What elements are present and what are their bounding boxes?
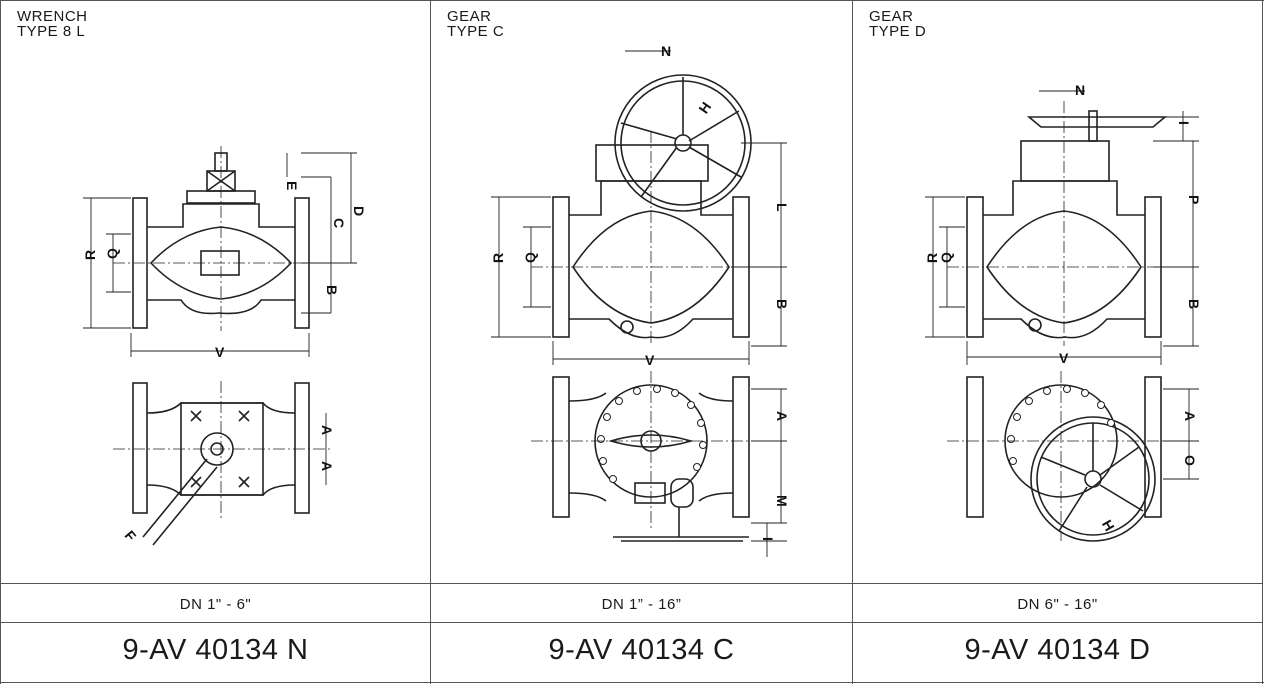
model-code: 9-AV 40134 D [964,634,1151,666]
dim-label-o: O [1182,455,1198,466]
dim-label-a: A [774,411,790,421]
dim-label-h: H [695,99,714,116]
dim-label-r: R [82,250,98,260]
bottom-left-flange [552,376,570,518]
dim-label-b: B [1186,299,1202,309]
bottom-left-flange [966,376,984,518]
model-code: 9-AV 40134 C [548,634,735,666]
dim-label-b: B [324,285,340,295]
panel-title: GEAR TYPE D [869,9,926,39]
dim-lines [932,111,1194,479]
size-range: DN 6" - 16" [1017,596,1098,613]
dim-label-n: N [661,43,671,59]
dim-label-v: V [215,344,225,360]
side-handwheel [613,507,749,542]
dim-label-v: V [645,352,655,368]
bottom-body-outline [568,392,734,502]
valve-body-outline [147,203,295,315]
model-code: 9-AV 40134 N [122,634,309,666]
dim-label-i: I [760,537,776,541]
bolts [190,410,250,488]
dim-extensions [1039,90,1199,480]
title-line-2: TYPE 8 L [17,23,86,40]
bottom-right-flange [1144,376,1162,518]
side-handwheel [1030,416,1156,542]
panel-title: GEAR TYPE C [447,9,504,39]
dim-label-a1: A [319,425,335,435]
gear-type-c-panel: N H L R Q B V A M I GEAR TYPE C DN 1” - … [430,1,852,684]
title-line-2: TYPE D [869,23,927,40]
handwheel-shaft [1088,110,1098,142]
bottom-right-flange [732,376,750,518]
dim-witness [925,196,1162,365]
size-range: DN 1” - 16” [601,596,682,613]
gear-housing [670,478,694,508]
side-handwheel-hub [1084,470,1102,488]
bottom-right-flange [294,382,310,514]
dim-label-n: N [1075,82,1085,98]
dim-label-b: B [774,299,790,309]
side-handwheel-spokes [1040,423,1144,532]
wrench-valve-drawing: E C D R Q B V A A F [82,146,367,546]
size-range: DN 1" - 6" [179,596,252,613]
plug-outline [572,210,730,324]
title-line-1: WRENCH [17,8,88,25]
handwheel-hub [674,134,692,152]
plug-outline [149,226,293,300]
dim-label-r: R [924,253,940,263]
wrench-handle [142,458,218,546]
dim-label-p: P [1186,195,1202,204]
dim-label-r: R [490,253,506,263]
dim-label-d: D [351,206,367,216]
dim-label-q: Q [104,248,120,259]
title-line-1: GEAR [447,8,492,25]
gear-type-d-panel: N I P R Q B V A O H GEAR TYPE D DN 6" - … [852,1,1263,684]
drain-plug [620,320,634,334]
dim-label-m: M [774,495,790,507]
plug-outline [986,210,1142,324]
title-line-1: GEAR [869,8,914,25]
gearbox-bottom [634,482,666,504]
dim-extensions [301,152,357,314]
wrench-type-8l-panel: E C D R Q B V A A F WRENCH TYPE 8 L DN 1… [0,1,430,684]
dim-label-a2: A [319,461,335,471]
dim-extensions [625,50,787,542]
gear-c-valve-drawing: N H L R Q B V A M I [490,43,790,557]
dim-label-q: Q [938,252,954,263]
dim-lines [90,153,352,485]
dim-label-a: A [1182,411,1198,421]
panel-title: WRENCH TYPE 8 L [17,9,88,39]
dim-label-l: L [774,203,790,212]
handwheel-spokes [620,77,742,198]
dim-label-q: Q [522,252,538,263]
gearbox [1020,140,1110,182]
title-line-2: TYPE C [447,23,505,40]
dim-witness [491,196,750,365]
handwheel-top [1026,116,1168,128]
gearbox [595,144,709,182]
dim-label-f: F [122,527,140,544]
dim-witness [83,197,310,357]
dim-label-c: C [331,218,347,228]
dim-label-v: V [1059,350,1069,366]
gear-d-valve-drawing: N I P R Q B V A O H [924,82,1202,542]
dim-label-i: I [1176,121,1192,125]
dim-label-e: E [284,181,300,190]
bottom-left-flange [132,382,148,514]
drain-plug [1028,318,1042,332]
dim-lines [498,143,782,557]
